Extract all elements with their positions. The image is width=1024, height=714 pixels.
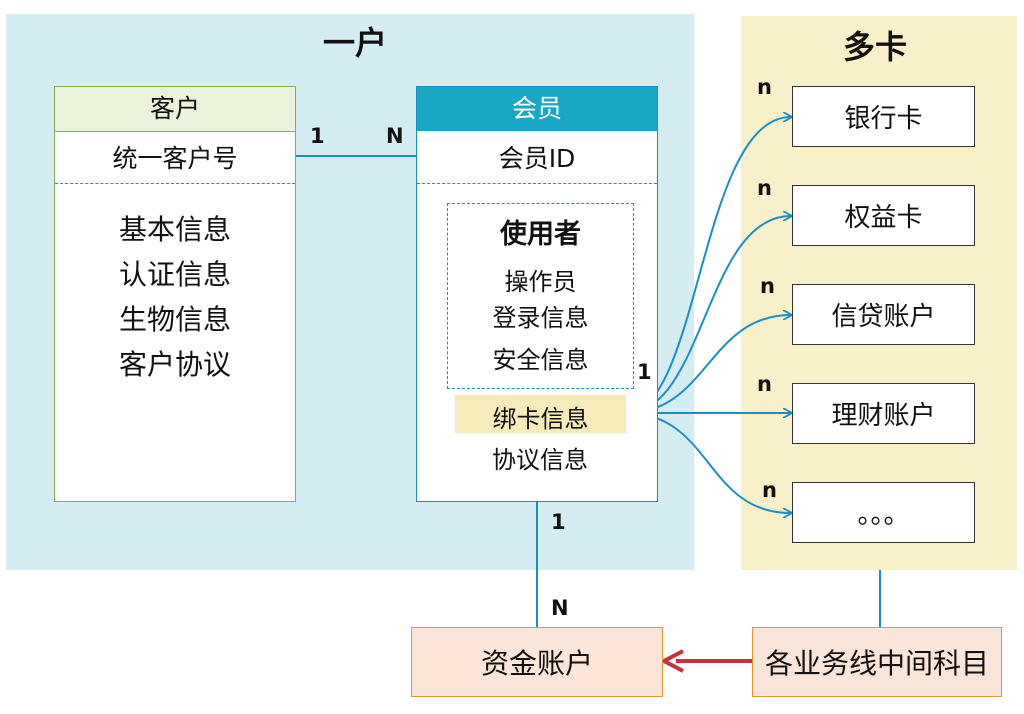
user-item-operator: 操作员 [504, 268, 577, 296]
customer-attr: 客户协议 [118, 348, 231, 381]
card-bank: 银行卡 [792, 86, 975, 147]
multi-card-title: 多卡 [842, 28, 907, 66]
user-group: 使用者 操作员 登录信息 安全信息 [447, 203, 634, 389]
cardinality-card-n: n [757, 176, 772, 200]
binding-info: 绑卡信息 [492, 405, 589, 433]
customer-header: 客户 [55, 87, 295, 132]
customer-attributes: 基本信息 认证信息 生物信息 客户协议 [55, 207, 295, 387]
card-credit-account: 信贷账户 [792, 284, 975, 345]
ledger-box: 各业务线中间科目 [752, 627, 1002, 697]
customer-attr: 生物信息 [118, 303, 231, 336]
cardinality-member-n: N [386, 124, 404, 148]
user-item-security: 安全信息 [492, 346, 589, 374]
cardinality-binding-1: 1 [637, 360, 652, 384]
member-header: 会员 [417, 87, 657, 131]
fund-account-box: 资金账户 [411, 627, 663, 697]
cardinality-card-n: n [757, 372, 772, 396]
cardinality-card-n: n [762, 478, 777, 502]
card-more: 。。。 [792, 482, 975, 543]
card-rights: 权益卡 [792, 185, 975, 246]
ledger-to-fund-arrowhead [659, 649, 684, 673]
cardinality-customer-1: 1 [310, 124, 325, 148]
user-group-title: 使用者 [500, 219, 581, 250]
card-wealth-account: 理财账户 [792, 383, 975, 444]
cardinality-member-fund-1: 1 [551, 510, 566, 534]
binding-highlight [455, 395, 626, 433]
member-key: 会员ID [498, 144, 576, 173]
customer-key: 统一客户号 [112, 144, 238, 173]
one-household-title: 一户 [322, 24, 387, 62]
customer-attr: 基本信息 [118, 213, 231, 246]
agreement-info: 协议信息 [492, 446, 588, 474]
cardinality-member-fund-n: N [551, 596, 569, 620]
customer-divider [55, 183, 295, 184]
customer-attr: 认证信息 [118, 258, 231, 291]
cardinality-card-n: n [757, 75, 772, 99]
member-divider [417, 183, 657, 184]
cardinality-card-n: n [760, 274, 775, 298]
customer-entity: 客户 统一客户号 基本信息 认证信息 生物信息 客户协议 [54, 86, 296, 502]
user-item-login: 登录信息 [492, 304, 589, 332]
